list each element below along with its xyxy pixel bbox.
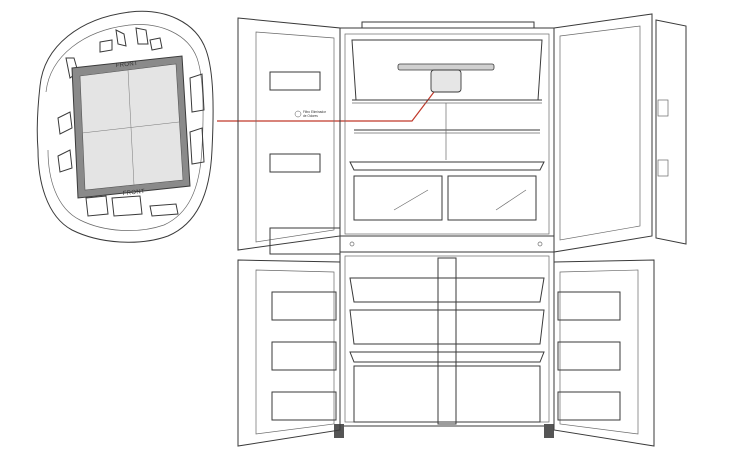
filter-label-top: FRONT <box>116 61 139 69</box>
sticker-line2: de Odores <box>303 114 318 118</box>
refrigerator: Filtro Eliminador de Odores <box>237 13 687 447</box>
filter-housing-clips <box>57 27 205 217</box>
foot-right <box>544 424 554 438</box>
callout-line <box>217 87 438 122</box>
odor-filter <box>71 55 191 199</box>
upper-right-door <box>553 13 687 253</box>
upper-compartment: Filtro Eliminador de Odores <box>294 39 545 221</box>
upper-left-door <box>237 17 341 255</box>
lower-compartment <box>349 257 545 425</box>
lower-left-door <box>237 259 341 447</box>
foot-left <box>334 424 344 438</box>
filter-label-bottom: FRONT <box>123 189 146 197</box>
filter-housing <box>430 69 462 93</box>
detail-inset: FRONT FRONT <box>36 10 214 243</box>
sticker-line1: Filtro Eliminador <box>303 110 327 114</box>
lower-right-door <box>553 259 655 447</box>
